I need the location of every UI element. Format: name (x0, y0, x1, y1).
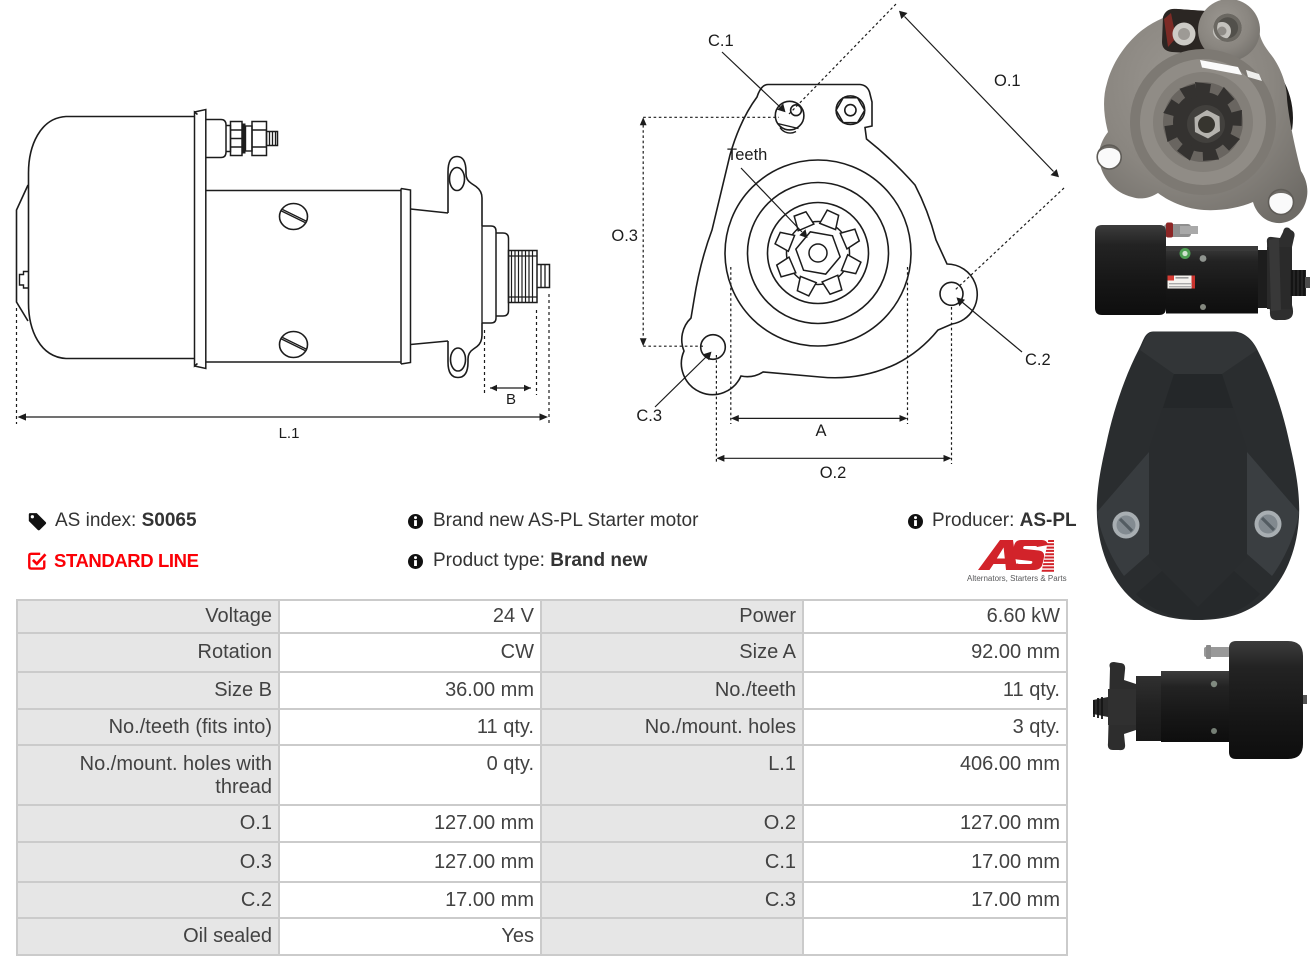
svg-text:O.3: O.3 (611, 227, 638, 245)
svg-text:L.1: L.1 (279, 425, 300, 442)
svg-text:O.2: O.2 (820, 464, 847, 482)
svg-text:O.1: O.1 (994, 72, 1021, 90)
svg-text:C.2: C.2 (1025, 351, 1051, 369)
svg-text:Alternators, Starters & Parts: Alternators, Starters & Parts (967, 574, 1067, 583)
svg-text:Teeth: Teeth (727, 146, 767, 164)
svg-text:A: A (815, 422, 826, 440)
svg-text:C.1: C.1 (708, 32, 734, 50)
svg-text:B: B (506, 391, 516, 408)
svg-text:C.3: C.3 (636, 407, 662, 425)
